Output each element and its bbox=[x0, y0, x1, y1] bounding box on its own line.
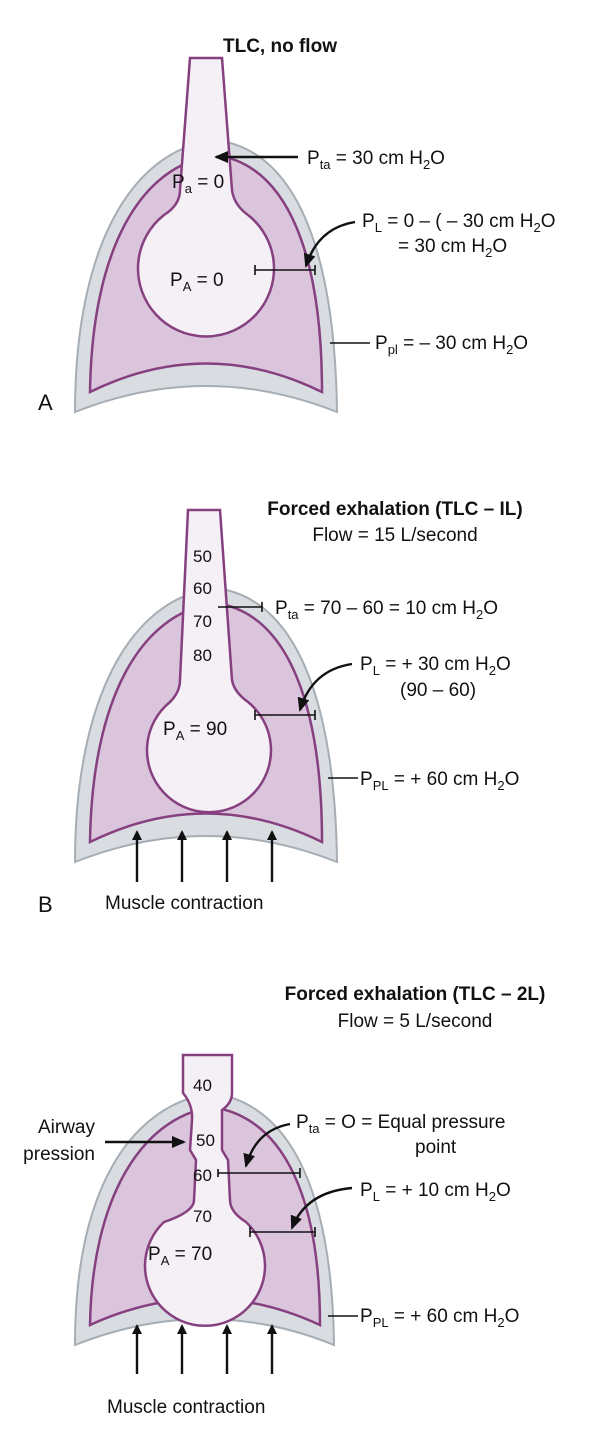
airway-and-alveolus bbox=[143, 1053, 267, 1327]
alveolar-pressure-label: PA = 0 bbox=[170, 270, 224, 294]
airway-pressure-value: 60 bbox=[193, 1166, 212, 1185]
curved-arrow-icon bbox=[243, 1122, 291, 1168]
alveolar-pressure-label: PA = 90 bbox=[163, 719, 227, 743]
muscle-arrows bbox=[132, 1324, 277, 1374]
muscle-arrows bbox=[132, 830, 277, 882]
pl-label-line1: PL = + 30 cm H2O bbox=[360, 654, 511, 678]
alveolar-pressure-label: PA = 70 bbox=[148, 1244, 212, 1268]
panel-b-title: Forced exhalation (TLC – IL) bbox=[267, 499, 522, 520]
panel-a-title: TLC, no flow bbox=[223, 36, 337, 57]
pta-label: Pta = 30 cm H2O bbox=[307, 148, 445, 172]
pta-label: Pta = 70 – 60 = 10 cm H2O bbox=[275, 598, 498, 622]
airway-pressure-value: 40 bbox=[193, 1076, 212, 1095]
panel-b: Forced exhalation (TLC – IL) Flow = 15 L… bbox=[38, 499, 523, 917]
pta-label-line1: Pta = O = Equal pressure bbox=[296, 1112, 505, 1136]
flow-label: Flow = 5 L/second bbox=[338, 1011, 493, 1032]
pl-label: PL = + 10 cm H2O bbox=[360, 1180, 511, 1204]
airway-pressure-value: 80 bbox=[193, 646, 212, 665]
panel-c: Forced exhalation (TLC – 2L) Flow = 5 L/… bbox=[23, 984, 545, 1418]
airway-pressure-value: 50 bbox=[193, 547, 212, 566]
pressure-span-bar bbox=[249, 1227, 316, 1237]
ppl-label: Ppl = – 30 cm H2O bbox=[375, 333, 528, 357]
airway-and-alveolus bbox=[145, 508, 273, 814]
pressure-span-bar bbox=[254, 710, 316, 720]
muscle-contraction-label: Muscle contraction bbox=[105, 893, 263, 914]
curved-arrow-icon bbox=[303, 220, 356, 268]
airway-compression-label-line2: pression bbox=[23, 1144, 95, 1165]
panel-a: TLC, no flow Pta = 30 cm H2O Pa = 0 PL =… bbox=[38, 36, 555, 415]
pl-label-line2: (90 – 60) bbox=[400, 680, 476, 701]
panel-letter: B bbox=[38, 892, 53, 917]
panel-c-title: Forced exhalation (TLC – 2L) bbox=[285, 984, 546, 1005]
ppl-label: PPL = + 60 cm H2O bbox=[360, 769, 519, 793]
airway-pressure-value: 50 bbox=[196, 1131, 215, 1150]
airway-pressure-value: 70 bbox=[193, 1207, 212, 1226]
panel-letter: A bbox=[38, 390, 53, 415]
airway-pressure-value: 60 bbox=[193, 579, 212, 598]
pta-label-line2: point bbox=[415, 1137, 457, 1158]
curved-arrow-icon bbox=[297, 662, 353, 712]
airway-pressure-label: Pa = 0 bbox=[172, 172, 224, 196]
pl-label-line2: = 30 cm H2O bbox=[398, 236, 507, 260]
pressure-span-bar bbox=[217, 1168, 301, 1178]
pressure-span-bar bbox=[254, 265, 316, 275]
pressure-span-bar bbox=[218, 602, 263, 612]
airway-compression-label-line1: Airway bbox=[38, 1117, 96, 1138]
airway-and-alveolus bbox=[136, 56, 276, 338]
muscle-contraction-label: Muscle contraction bbox=[107, 1397, 265, 1418]
flow-label: Flow = 15 L/second bbox=[312, 525, 477, 546]
pl-label-line1: PL = 0 – ( – 30 cm H2O bbox=[362, 211, 555, 235]
curved-arrow-icon bbox=[290, 1186, 353, 1230]
airway-pressure-value: 70 bbox=[193, 612, 212, 631]
ppl-label: PPL = + 60 cm H2O bbox=[360, 1306, 519, 1330]
